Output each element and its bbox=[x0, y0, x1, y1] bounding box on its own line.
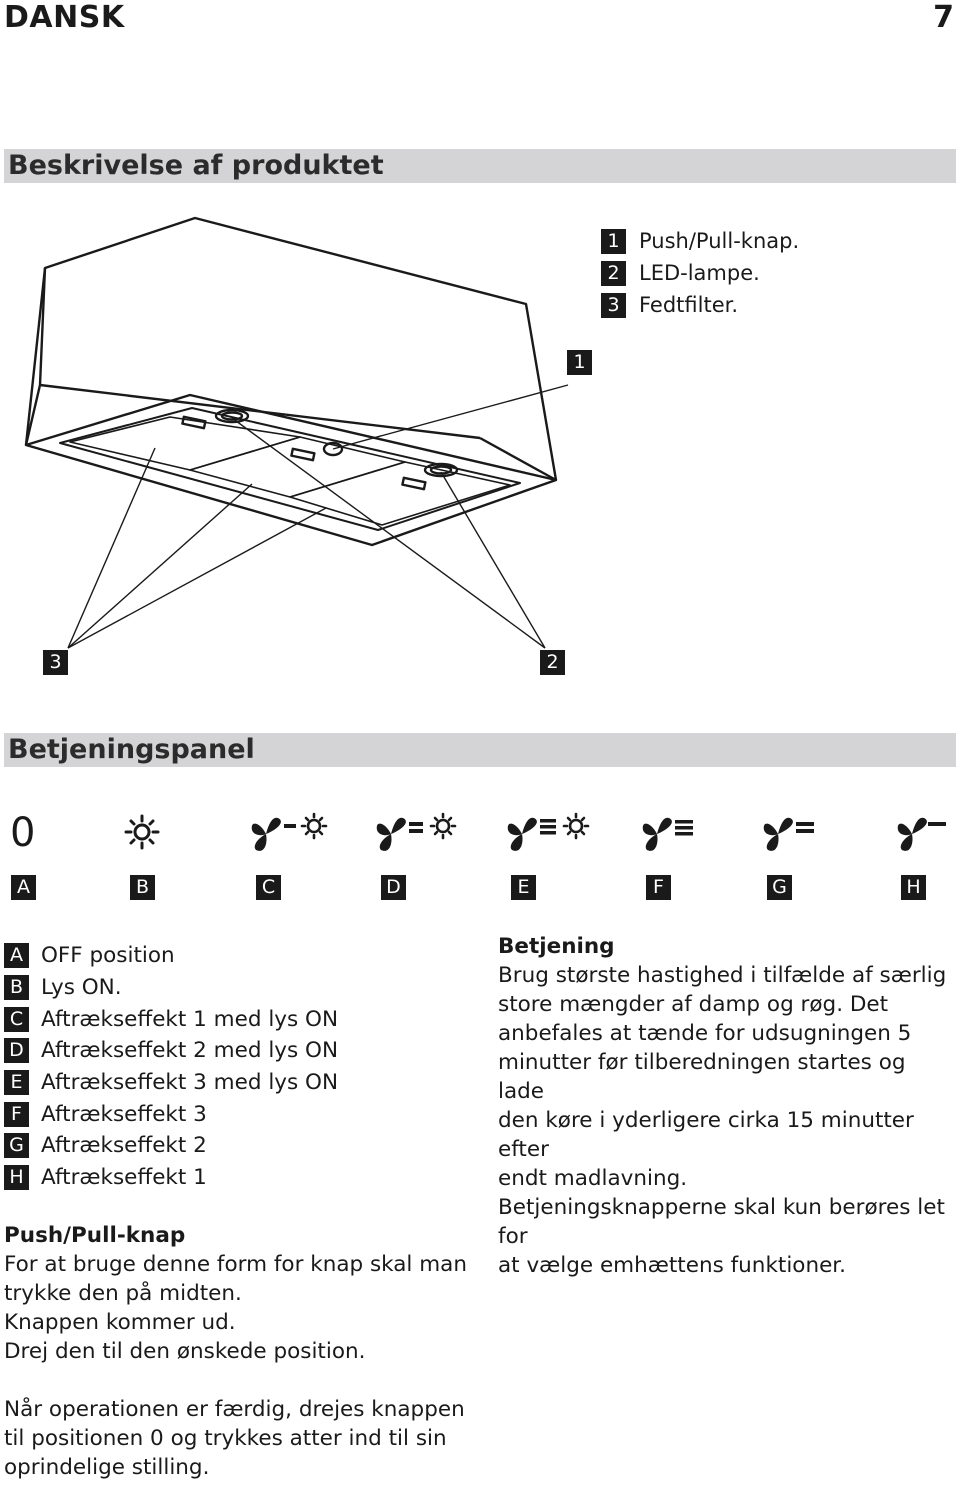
legend-key-badge: 1 bbox=[601, 228, 626, 254]
paragraph-line: anbefales at tænde for udsugningen 5 bbox=[498, 1021, 912, 1046]
legend-label: Aftrækseffekt 1 med lys ON bbox=[41, 1006, 339, 1032]
fan-speed2-light-icon bbox=[376, 812, 457, 851]
legend-key-badge: G bbox=[4, 1133, 29, 1159]
legend-key-badge: H bbox=[4, 1165, 29, 1191]
paragraph-line: Når operationen er færdig, drejes knappe… bbox=[4, 1397, 465, 1422]
callout-lamp-badge: 2 bbox=[540, 650, 565, 675]
position-badge-f: F bbox=[646, 875, 671, 900]
parts-legend-item: 2 LED-lampe. bbox=[601, 257, 799, 289]
position-badge-d: D bbox=[381, 875, 406, 900]
paragraph-line: minutter før tilberedningen startes og l… bbox=[498, 1050, 906, 1104]
fan-speed1-light-icon bbox=[251, 812, 328, 851]
paragraph-line: Brug største hastighed i tilfælde af sær… bbox=[498, 963, 947, 988]
legend-key-badge: 3 bbox=[601, 292, 626, 318]
legend-key-badge: B bbox=[4, 975, 29, 1001]
paragraph-line: den køre i yderligere cirka 15 minutter … bbox=[498, 1108, 914, 1162]
position-badge-c: C bbox=[256, 875, 281, 900]
legend-label: Aftrækseffekt 3 bbox=[41, 1101, 207, 1127]
legend-label: Aftrækseffekt 2 med lys ON bbox=[41, 1038, 339, 1064]
operation-paragraph: Betjening Brug største hastighed i tilfæ… bbox=[498, 932, 958, 1280]
legend-label: Fedtfilter. bbox=[639, 293, 739, 317]
fan-speed3-light-icon bbox=[507, 812, 590, 851]
panel-legend-item: G Aftrækseffekt 2 bbox=[4, 1130, 338, 1162]
legend-key-badge: F bbox=[4, 1101, 29, 1127]
operation-heading: Betjening bbox=[498, 934, 615, 959]
legend-label: LED-lampe. bbox=[639, 261, 760, 285]
legend-key-badge: E bbox=[4, 1070, 29, 1096]
off-symbol: 0 bbox=[10, 810, 36, 856]
callout-knob-badge: 1 bbox=[567, 350, 592, 375]
paragraph-line: Betjeningsknapperne skal kun berøres let… bbox=[498, 1195, 945, 1249]
legend-key-badge: A bbox=[4, 943, 29, 969]
legend-label: Aftrækseffekt 3 med lys ON bbox=[41, 1070, 339, 1096]
paragraph-line: Knappen kommer ud. bbox=[4, 1310, 236, 1335]
paragraph-line: at vælge emhættens funktioner. bbox=[498, 1253, 846, 1278]
position-badge-a: A bbox=[11, 875, 36, 900]
position-badge-h: H bbox=[901, 875, 926, 900]
legend-label: Aftrækseffekt 1 bbox=[41, 1165, 207, 1191]
fan-speed1-icon bbox=[897, 817, 946, 851]
paragraph-line: Drej den til den ønskede position. bbox=[4, 1339, 366, 1364]
push-pull-paragraph: Push/Pull-knap For at bruge denne form f… bbox=[4, 1221, 474, 1366]
legend-key-badge: 2 bbox=[601, 260, 626, 286]
panel-legend: A OFF position B Lys ON. C Aftrækseffekt… bbox=[4, 940, 338, 1194]
fan-speed2-icon bbox=[763, 817, 814, 851]
panel-legend-item: F Aftrækseffekt 3 bbox=[4, 1098, 338, 1130]
section-title-description: Beskrivelse af produktet bbox=[8, 150, 384, 181]
legend-key-badge: C bbox=[4, 1006, 29, 1032]
callout-filter-badge: 3 bbox=[43, 650, 68, 675]
paragraph-line: For at bruge denne form for knap skal ma… bbox=[4, 1252, 467, 1277]
panel-legend-item: A OFF position bbox=[4, 940, 338, 972]
panel-legend-item: B Lys ON. bbox=[4, 972, 338, 1004]
panel-legend-item: E Aftrækseffekt 3 med lys ON bbox=[4, 1067, 338, 1099]
position-badge-b: B bbox=[130, 875, 155, 900]
paragraph-line: store mængder af damp og røg. Det bbox=[498, 992, 889, 1017]
panel-legend-item: H Aftrækseffekt 1 bbox=[4, 1162, 338, 1194]
push-pull-heading: Push/Pull-knap bbox=[4, 1223, 186, 1248]
position-badge-g: G bbox=[767, 875, 792, 900]
parts-legend-item: 1 Push/Pull-knap. bbox=[601, 225, 799, 257]
fan-speed3-icon bbox=[642, 817, 693, 851]
section-bar-panel: Betjeningspanel bbox=[4, 733, 956, 767]
paragraph-line: oprindelige stilling. bbox=[4, 1455, 210, 1480]
legend-key-badge: D bbox=[4, 1038, 29, 1064]
paragraph-line: til positionen 0 og trykkes atter ind ti… bbox=[4, 1426, 447, 1451]
position-badge-e: E bbox=[511, 875, 536, 900]
parts-legend: 1 Push/Pull-knap. 2 LED-lampe. 3 Fedtfil… bbox=[601, 225, 799, 321]
panel-legend-item: D Aftrækseffekt 2 med lys ON bbox=[4, 1035, 338, 1067]
panel-legend-item: C Aftrækseffekt 1 med lys ON bbox=[4, 1003, 338, 1035]
hood-illustration bbox=[24, 216, 569, 649]
legend-label: Aftrækseffekt 2 bbox=[41, 1133, 207, 1159]
page-number: 7 bbox=[933, 0, 954, 35]
header-language: DANSK bbox=[4, 0, 125, 35]
section-title-panel: Betjeningspanel bbox=[8, 734, 255, 765]
parts-legend-item: 3 Fedtfilter. bbox=[601, 289, 799, 321]
paragraph-line: trykke den på midten. bbox=[4, 1281, 242, 1306]
paragraph-line: endt madlavning. bbox=[498, 1166, 688, 1191]
section-bar-description: Beskrivelse af produktet bbox=[4, 149, 956, 183]
legend-label: Push/Pull-knap. bbox=[639, 229, 800, 253]
finish-paragraph: Når operationen er færdig, drejes knappe… bbox=[4, 1395, 474, 1482]
light-icon bbox=[124, 814, 160, 850]
legend-label: OFF position bbox=[41, 943, 175, 969]
legend-label: Lys ON. bbox=[41, 975, 122, 1001]
